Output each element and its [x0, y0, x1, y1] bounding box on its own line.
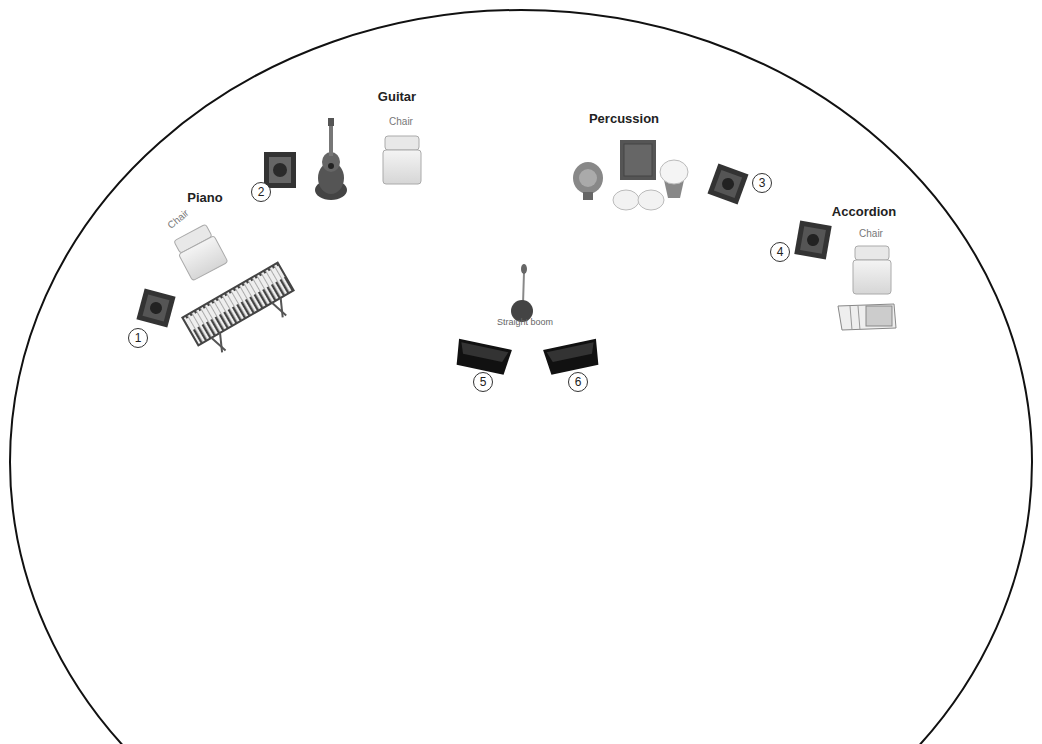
chair-label: Chair [859, 228, 883, 239]
instrument-label: Piano [187, 190, 222, 205]
callout-text: 2 [258, 186, 265, 198]
callout-text: 4 [777, 246, 784, 258]
callout-text: 3 [759, 177, 766, 189]
callout-text: 5 [480, 376, 487, 388]
callout-text: 1 [135, 332, 142, 344]
instrument-label: Guitar [378, 89, 416, 104]
callout-number: 4 [770, 242, 790, 262]
callout-number: 2 [251, 182, 271, 202]
chair-label: Chair [389, 116, 413, 127]
mic-label: Straight boom [497, 317, 553, 327]
instrument-label: Percussion [589, 111, 659, 126]
callout-text: 6 [575, 376, 582, 388]
callout-number: 1 [128, 328, 148, 348]
callout-number: 3 [752, 173, 772, 193]
chair-label: Chair [165, 207, 190, 231]
callout-number: 5 [473, 372, 493, 392]
callout-number: 6 [568, 372, 588, 392]
instrument-label: Accordion [832, 204, 896, 219]
